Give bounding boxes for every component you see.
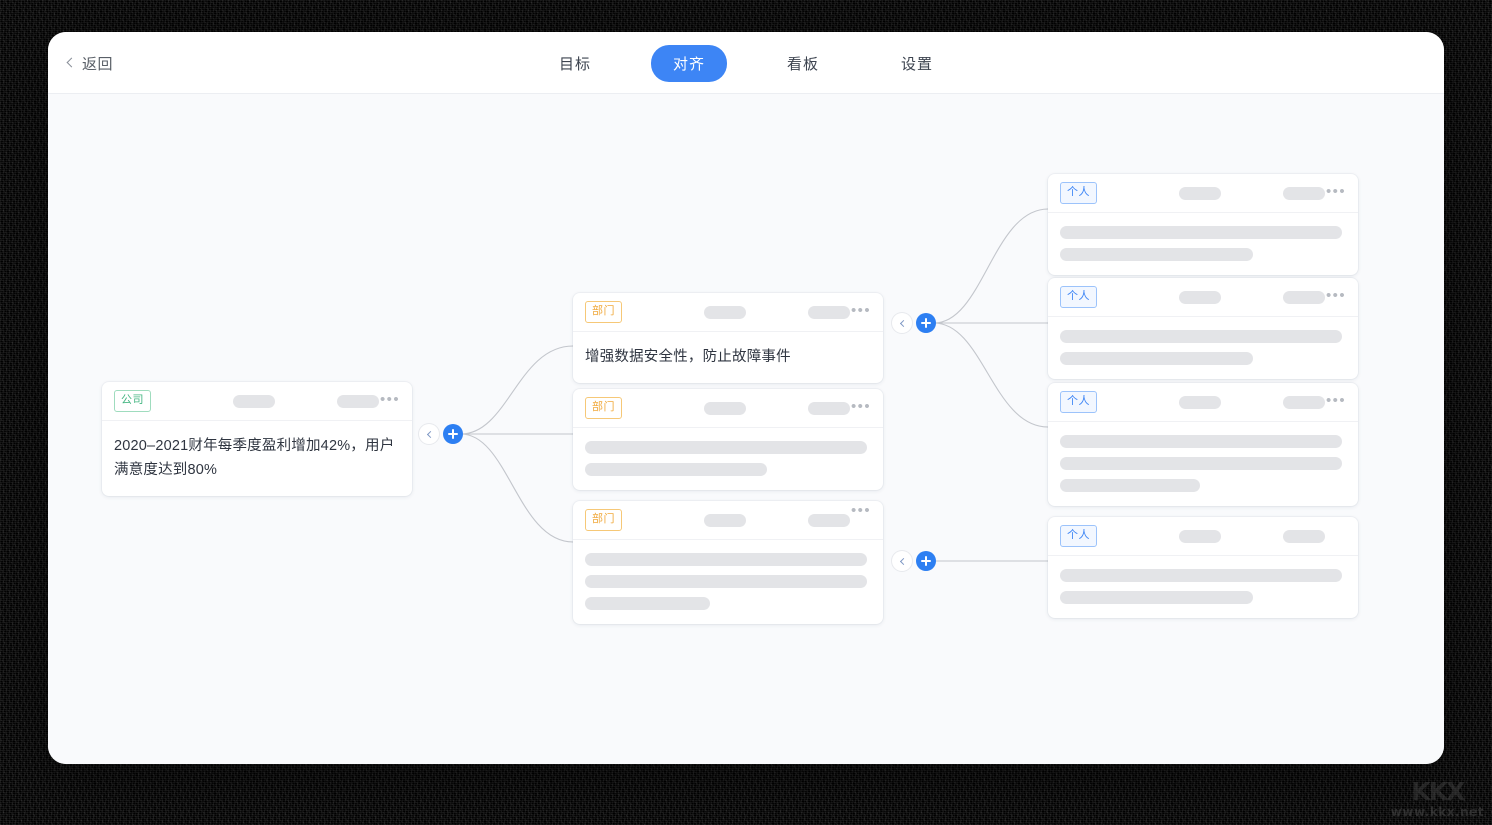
header-placeholder-pill-1 xyxy=(233,395,275,408)
header-placeholder-pill-2 xyxy=(808,306,850,319)
content-placeholder-bar xyxy=(585,463,767,476)
watermark-url: www.kkx.net xyxy=(1390,805,1484,819)
badge-personal: 个人 xyxy=(1060,391,1097,413)
card-header: 公司 ••• xyxy=(102,382,412,421)
header-placeholder-pill-1 xyxy=(704,402,746,415)
card-header: 个人 ••• xyxy=(1048,174,1358,213)
content-placeholder-bar xyxy=(585,597,710,610)
content-placeholder-bar xyxy=(1060,226,1342,239)
nav-tabs: 目标 对齐 看板 设置 xyxy=(48,32,1444,94)
card-header: 部门 ••• xyxy=(573,389,883,428)
ellipsis-icon[interactable]: ••• xyxy=(1326,183,1346,200)
collapse-button-company[interactable] xyxy=(419,424,439,444)
header-placeholder-pill-1 xyxy=(704,306,746,319)
mindmap-canvas[interactable]: 公司 ••• 2020–2021财年每季度盈利增加42%，用户满意度达到80% xyxy=(48,94,1444,764)
badge-personal: 个人 xyxy=(1060,182,1097,204)
badge-personal: 个人 xyxy=(1060,525,1097,547)
collapse-button-department-1[interactable] xyxy=(892,313,912,333)
node-card-personal-4[interactable]: 个人 xyxy=(1048,517,1358,618)
tab-goals[interactable]: 目标 xyxy=(558,55,591,73)
header-placeholder-pill-1 xyxy=(1179,396,1221,409)
chevron-left-icon xyxy=(426,430,434,438)
header-placeholder-pill-2 xyxy=(1283,396,1325,409)
card-body xyxy=(1048,556,1358,618)
card-body xyxy=(1048,422,1358,506)
header-placeholder-pill-2 xyxy=(1283,187,1325,200)
content-placeholder-bar xyxy=(1060,479,1200,492)
chevron-left-icon xyxy=(899,319,907,327)
badge-department: 部门 xyxy=(585,509,622,531)
card-body: 2020–2021财年每季度盈利增加42%，用户满意度达到80% xyxy=(102,421,412,496)
badge-company: 公司 xyxy=(114,390,151,412)
node-controls-department-1 xyxy=(892,313,936,333)
node-card-department-1[interactable]: 部门 ••• 增强数据安全性，防止故障事件 xyxy=(573,293,883,383)
tab-settings[interactable]: 设置 xyxy=(901,55,934,73)
add-child-button-department-3[interactable] xyxy=(916,551,936,571)
card-objective-text: 增强数据安全性，防止故障事件 xyxy=(585,349,791,365)
card-header: 个人 ••• xyxy=(1048,278,1358,317)
card-body xyxy=(573,428,883,490)
chevron-left-icon xyxy=(899,557,907,565)
card-body xyxy=(1048,213,1358,275)
content-placeholder-bar xyxy=(1060,569,1342,582)
node-card-department-2[interactable]: 部门 ••• xyxy=(573,389,883,490)
card-header: 个人 ••• xyxy=(1048,383,1358,422)
add-child-button-company[interactable] xyxy=(443,424,463,444)
content-placeholder-bar xyxy=(585,553,867,566)
tab-align[interactable]: 对齐 xyxy=(650,44,727,82)
content-placeholder-bar xyxy=(1060,457,1342,470)
ellipsis-icon[interactable]: ••• xyxy=(851,398,871,415)
content-placeholder-bar xyxy=(585,575,867,588)
content-placeholder-bar xyxy=(1060,330,1342,343)
node-controls-company xyxy=(419,424,463,444)
header-placeholder-pill-1 xyxy=(1179,187,1221,200)
app-window: 返回 目标 对齐 看板 设置 xyxy=(48,32,1444,764)
ellipsis-icon[interactable]: ••• xyxy=(851,302,871,319)
card-body xyxy=(573,540,883,624)
node-controls-department-3 xyxy=(892,551,936,571)
add-child-button-department-1[interactable] xyxy=(916,313,936,333)
content-placeholder-bar xyxy=(1060,248,1253,261)
node-card-personal-2[interactable]: 个人 ••• xyxy=(1048,278,1358,379)
content-placeholder-bar xyxy=(1060,591,1253,604)
ellipsis-icon[interactable]: ••• xyxy=(380,391,400,408)
node-card-personal-1[interactable]: 个人 ••• xyxy=(1048,174,1358,275)
content-placeholder-bar xyxy=(1060,435,1342,448)
header-placeholder-pill-2 xyxy=(1283,530,1325,543)
badge-personal: 个人 xyxy=(1060,286,1097,308)
back-button-label: 返回 xyxy=(82,55,114,73)
ellipsis-icon[interactable]: ••• xyxy=(1326,392,1346,409)
top-bar: 返回 目标 对齐 看板 设置 xyxy=(48,32,1444,94)
back-button[interactable]: 返回 xyxy=(66,32,114,94)
badge-department: 部门 xyxy=(585,301,622,323)
card-body xyxy=(1048,317,1358,379)
header-placeholder-pill-2 xyxy=(1283,291,1325,304)
node-card-company[interactable]: 公司 ••• 2020–2021财年每季度盈利增加42%，用户满意度达到80% xyxy=(102,382,412,496)
ellipsis-icon[interactable]: ••• xyxy=(851,502,871,519)
header-placeholder-pill-2 xyxy=(337,395,379,408)
node-card-personal-3[interactable]: 个人 ••• xyxy=(1048,383,1358,506)
content-placeholder-bar xyxy=(1060,352,1253,365)
header-placeholder-pill-1 xyxy=(1179,530,1221,543)
header-placeholder-pill-1 xyxy=(1179,291,1221,304)
ellipsis-icon[interactable]: ••• xyxy=(1326,287,1346,304)
card-body: 增强数据安全性，防止故障事件 xyxy=(573,332,883,383)
content-placeholder-bar xyxy=(585,441,867,454)
card-header: 个人 xyxy=(1048,517,1358,556)
header-placeholder-pill-2 xyxy=(808,402,850,415)
node-card-department-3[interactable]: 部门 ••• xyxy=(573,501,883,624)
header-placeholder-pill-1 xyxy=(704,514,746,527)
badge-department: 部门 xyxy=(585,397,622,419)
header-placeholder-pill-2 xyxy=(808,514,850,527)
card-header: 部门 ••• xyxy=(573,501,883,540)
card-objective-text: 2020–2021财年每季度盈利增加42%，用户满意度达到80% xyxy=(114,438,395,478)
collapse-button-department-3[interactable] xyxy=(892,551,912,571)
card-header: 部门 ••• xyxy=(573,293,883,332)
watermark-logo: KKX xyxy=(1411,777,1465,806)
tab-board[interactable]: 看板 xyxy=(787,55,820,73)
watermark: KKX www.kkx.net xyxy=(1390,777,1484,820)
